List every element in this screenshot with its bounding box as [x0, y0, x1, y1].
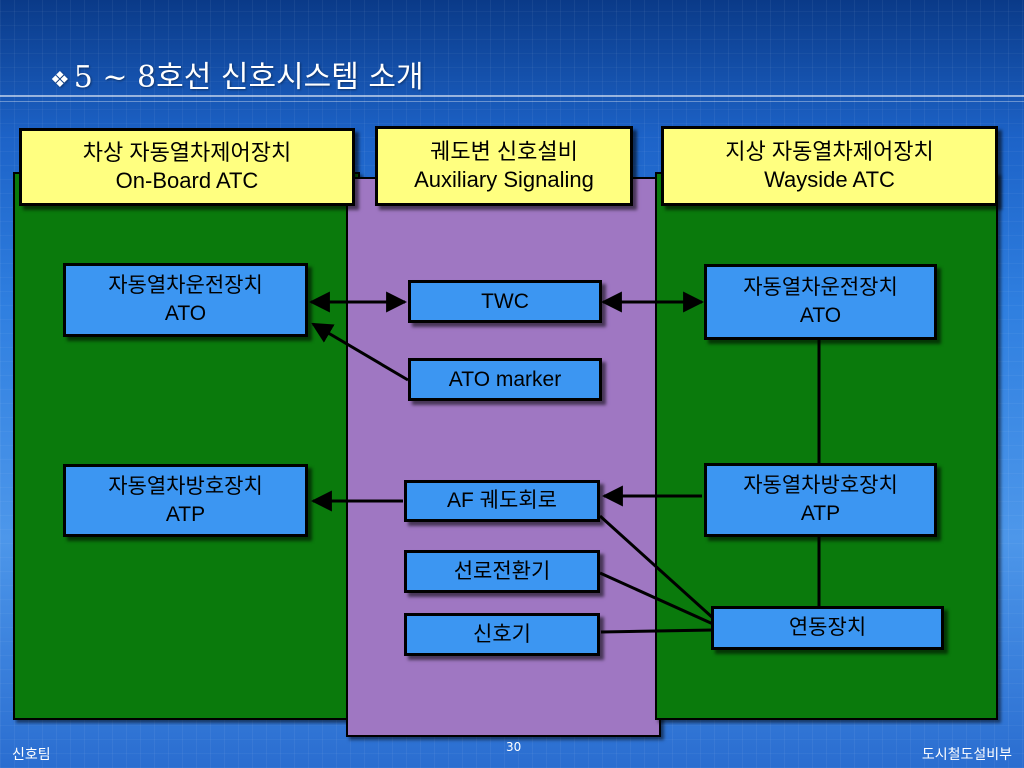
onboard-header: 차상 자동열차제어장치 On-Board ATC [19, 128, 355, 206]
title-rule [0, 95, 1024, 97]
onboard-atp-korean: 자동열차방호장치 [108, 474, 263, 498]
af-track-circuit-box: AF 궤도회로 [404, 480, 600, 522]
diamond-bullet-icon: ❖ [50, 68, 70, 93]
onboard-ato-korean: 자동열차운전장치 [108, 274, 263, 297]
switch-interlocking-link [599, 571, 714, 626]
onboard-atp-box: 자동열차방호장치 ATP [63, 464, 308, 537]
af-track-interlocking-link [598, 514, 715, 620]
ato-marker-box: ATO marker [408, 358, 602, 401]
slide-title: ❖5 ~ 8호선 신호시스템 소개 [50, 52, 424, 96]
signal-box: 신호기 [404, 613, 600, 656]
slide-title-text: 5 ~ 8호선 신호시스템 소개 [73, 60, 424, 95]
page-number: 30 [506, 740, 522, 754]
wayside-ato-box: 자동열차운전장치 ATO [704, 264, 937, 340]
wayside-atp-box: 자동열차방호장치 ATP [704, 463, 937, 537]
switch-machine-label: 선로전환기 [453, 559, 551, 583]
auxiliary-header-english: Auxiliary Signaling [414, 167, 594, 192]
wayside-atp-korean: 자동열차방호장치 [743, 474, 898, 497]
twc-label: TWC [481, 289, 529, 313]
onboard-header-english: On-Board ATC [115, 168, 259, 193]
auxiliary-header-korean: 궤도변 신호설비 [430, 139, 578, 164]
wayside-atp-english: ATP [800, 502, 841, 525]
signal-label: 신호기 [473, 622, 531, 646]
wayside-ato-english: ATO [799, 304, 842, 327]
interlocking-box: 연동장치 [711, 606, 944, 650]
ato-marker-onboard-ato-arrow [311, 322, 409, 382]
wayside-header-korean: 지상 자동열차제어장치 [725, 139, 934, 164]
wayside-ato-korean: 자동열차운전장치 [743, 276, 898, 299]
wayside-header-english: Wayside ATC [764, 167, 895, 192]
onboard-header-korean: 차상 자동열차제어장치 [82, 140, 292, 165]
onboard-ato-english: ATO [164, 302, 207, 325]
footer-department: 도시철도설비부 [921, 747, 1012, 763]
footer-team: 신호팀 [12, 747, 51, 763]
interlocking-label: 연동장치 [788, 616, 867, 639]
auxiliary-header: 궤도변 신호설비 Auxiliary Signaling [375, 126, 633, 206]
twc-box: TWC [408, 280, 602, 323]
onboard-atp-english: ATP [165, 502, 206, 526]
switch-machine-box: 선로전환기 [404, 550, 600, 593]
af-track-circuit-label: AF 궤도회로 [447, 489, 557, 512]
title-rule-secondary [0, 101, 1024, 102]
signal-interlocking-link [600, 628, 714, 634]
ato-marker-label: ATO marker [448, 367, 562, 391]
onboard-ato-box: 자동열차운전장치 ATO [63, 263, 308, 337]
wayside-header: 지상 자동열차제어장치 Wayside ATC [661, 126, 998, 206]
